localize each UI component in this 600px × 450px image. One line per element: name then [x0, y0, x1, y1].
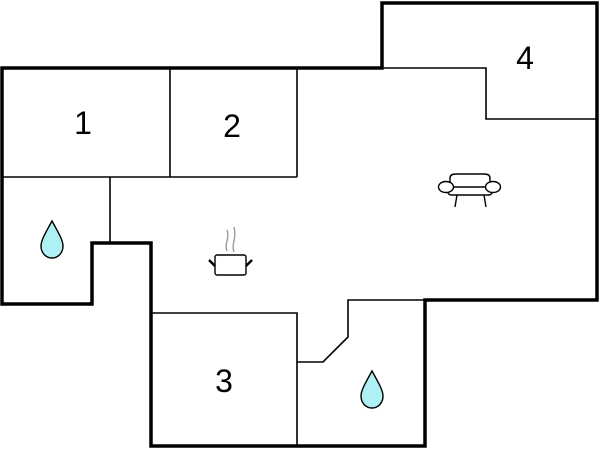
room-4-label: 4: [516, 40, 534, 76]
room-2-label: 2: [223, 108, 241, 144]
room-1-label: 1: [74, 105, 92, 141]
sofa-icon: [437, 173, 502, 208]
water-drop-icon: [360, 369, 384, 409]
room-3-label: 3: [215, 363, 233, 399]
water-drop-icon: [40, 219, 64, 259]
interior-walls: [2, 67, 597, 446]
cooking-pot-icon: [208, 226, 253, 276]
